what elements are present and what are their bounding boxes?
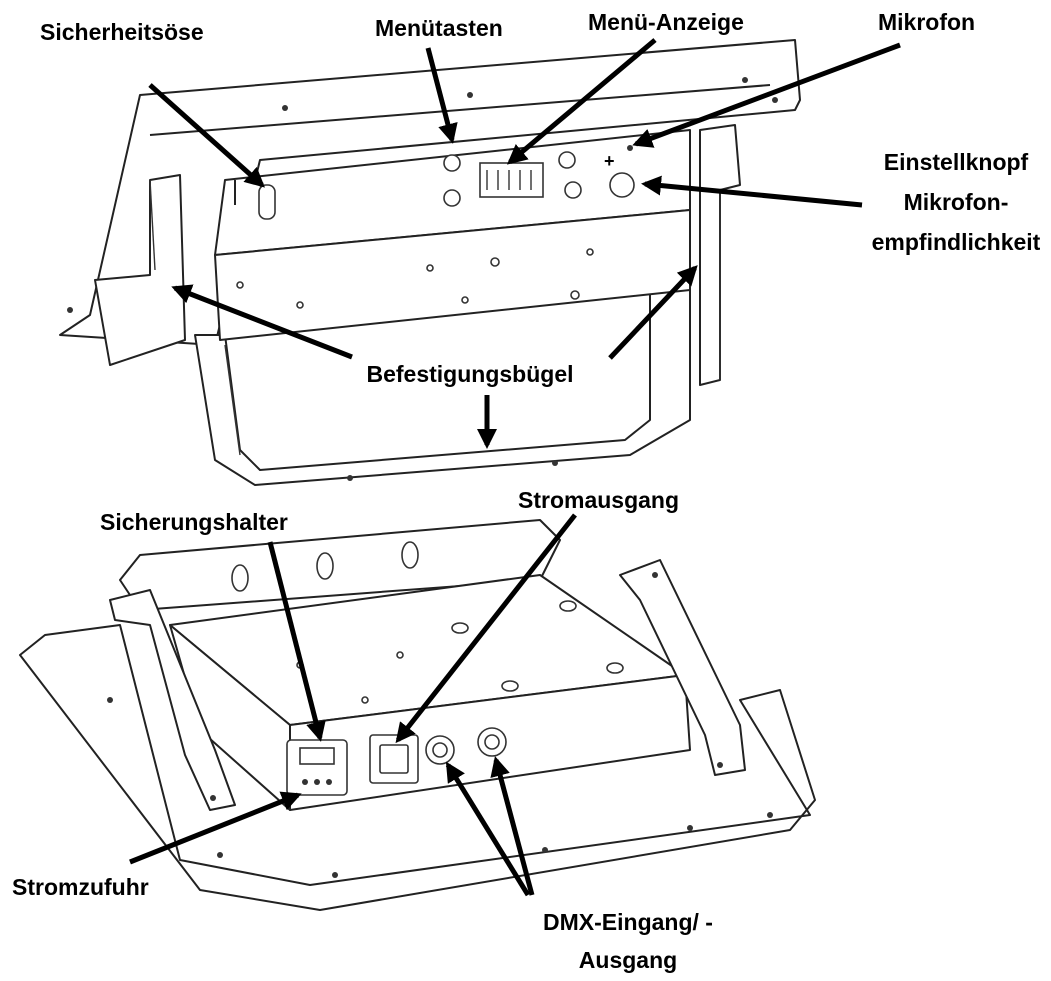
label-dmx-line1: DMX-Eingang/ - bbox=[543, 909, 713, 935]
label-mic-knob-line2: Mikrofon- bbox=[904, 189, 1009, 215]
label-power-input: Stromzufuhr bbox=[12, 874, 149, 900]
label-dmx-line2: Ausgang bbox=[579, 947, 677, 973]
label-menu-display: Menü-Anzeige bbox=[588, 9, 744, 35]
label-mic-knob-line1: Einstellknopf bbox=[884, 149, 1029, 175]
label-fuse-holder: Sicherungshalter bbox=[100, 509, 288, 535]
label-safety-eyelet: Sicherheitsöse bbox=[40, 19, 204, 45]
label-menu-buttons: Menütasten bbox=[375, 15, 503, 41]
label-mounting-bracket: Befestigungsbügel bbox=[366, 361, 573, 387]
label-power-output: Stromausgang bbox=[518, 487, 679, 513]
label-microphone: Mikrofon bbox=[878, 9, 975, 35]
plus-sign: + bbox=[604, 151, 615, 171]
label-mic-knob-line3: empfindlichkeit bbox=[872, 229, 1041, 255]
